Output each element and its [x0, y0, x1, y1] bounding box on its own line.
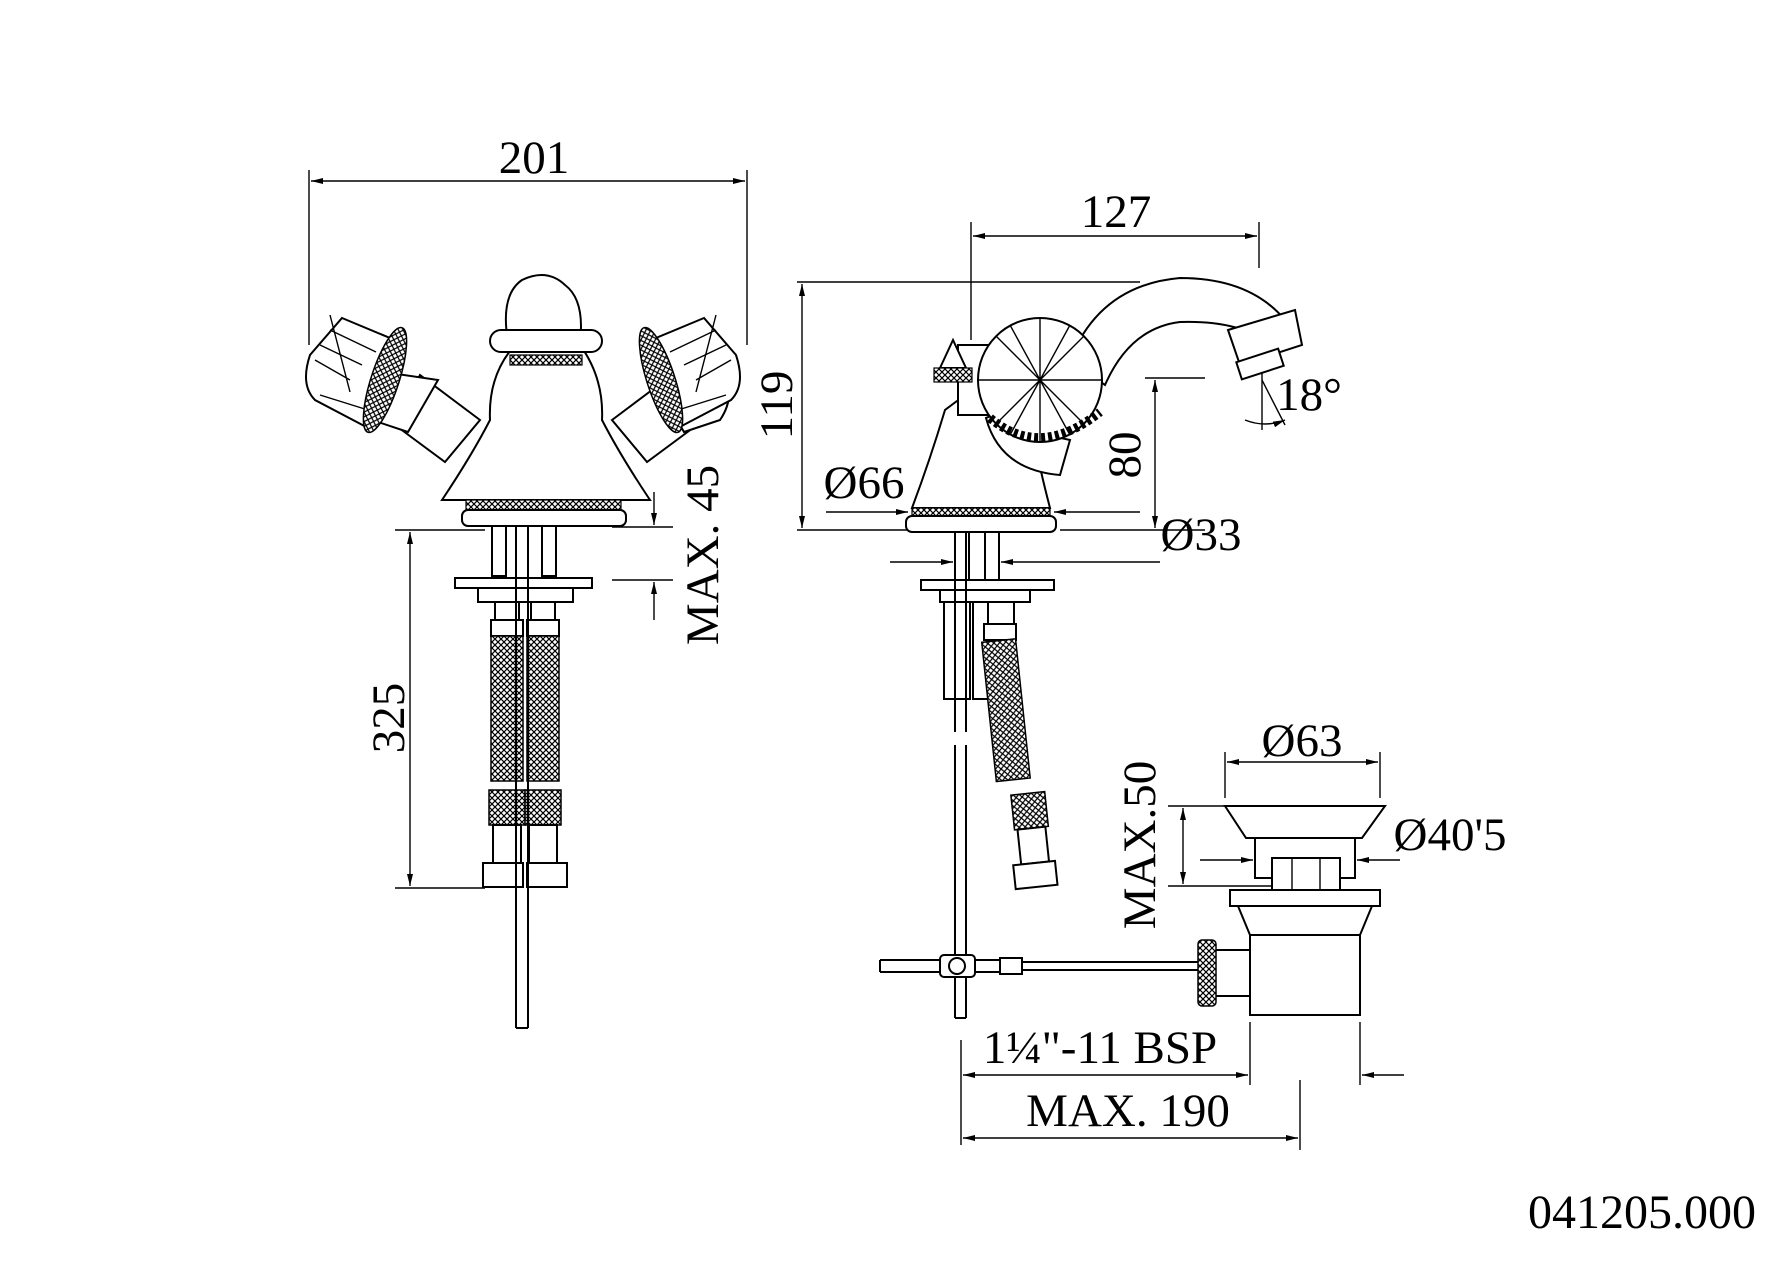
- waste-flange-label: Ø63: [1262, 715, 1343, 767]
- side-angle-label: 18°: [1276, 369, 1342, 421]
- side-angle-dimension: 18°: [1244, 369, 1342, 430]
- front-deck-dimension: MAX. 45: [612, 465, 729, 645]
- drawing-code: 041205.000: [1528, 1186, 1756, 1239]
- side-height-dimension: 119: [751, 281, 1140, 531]
- side-height-label: 119: [751, 371, 803, 440]
- front-width-label: 201: [499, 132, 570, 184]
- front-tap-body: [362, 274, 730, 527]
- front-width-dimension: 201: [308, 132, 748, 345]
- waste-outlet-label: Ø40'5: [1394, 809, 1507, 861]
- front-deck-label: MAX. 45: [677, 465, 729, 645]
- waste-rod-dimension: MAX. 190: [963, 1080, 1301, 1150]
- side-reach-label: 127: [1081, 186, 1152, 238]
- front-height-label: 325: [363, 683, 415, 754]
- waste-thread-dimension: 1¼"-11 BSP: [960, 1022, 1404, 1145]
- waste-thread-label: 1¼"-11 BSP: [983, 1022, 1217, 1074]
- side-hole-label: Ø33: [1161, 509, 1242, 561]
- front-view: 201: [305, 132, 748, 1029]
- side-spout: [1068, 276, 1304, 387]
- side-spout-height-dimension: 80: [1060, 377, 1205, 531]
- front-right-handle: [638, 314, 741, 434]
- front-mounting: [454, 525, 593, 1029]
- waste-thickness-label: MAX.50: [1114, 761, 1166, 929]
- side-hole-dimension: Ø33: [890, 509, 1242, 565]
- side-reach-dimension: 127: [970, 186, 1260, 340]
- waste-thickness-dimension: MAX.50: [1114, 761, 1272, 929]
- side-view: 127 119: [751, 186, 1342, 1019]
- waste-linkage: [879, 954, 1198, 978]
- waste-flange-dimension: Ø63: [1224, 715, 1381, 798]
- waste-assembly: Ø63: [879, 715, 1507, 1150]
- front-height-dimension: 325: [363, 529, 485, 889]
- side-base-dimension: Ø66: [824, 457, 1140, 515]
- waste-body: [1197, 805, 1387, 1016]
- side-base-label: Ø66: [824, 457, 905, 509]
- waste-outlet-dimension: Ø40'5: [1200, 809, 1507, 863]
- front-left-handle: [305, 314, 408, 434]
- waste-rod-label: MAX. 190: [1026, 1085, 1230, 1137]
- side-spout-height-label: 80: [1099, 432, 1151, 479]
- side-mounting: [920, 531, 1059, 1019]
- side-tap-body: [905, 317, 1103, 533]
